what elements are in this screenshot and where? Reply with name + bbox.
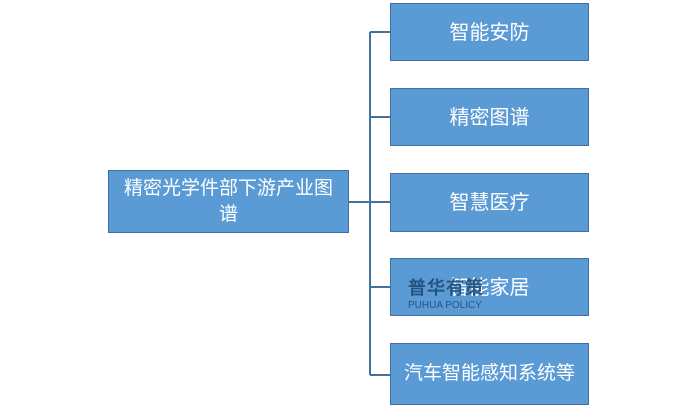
child-node-label: 智能家居 <box>449 274 530 299</box>
child-node-medical: 智慧医疗 <box>390 173 589 232</box>
root-node: 精密光学件部下游产业图谱 <box>108 170 349 233</box>
child-node-precision-map: 精密图谱 <box>390 88 589 146</box>
child-node-security: 智能安防 <box>390 3 589 61</box>
child-node-label: 汽车智能感知系统等 <box>403 362 575 385</box>
root-node-label: 精密光学件部下游产业图谱 <box>123 176 333 225</box>
child-node-label: 智慧医疗 <box>449 190 530 214</box>
child-node-label: 智能安防 <box>449 19 530 44</box>
child-node-label: 精密图谱 <box>449 104 530 129</box>
child-node-smart-home: 智能家居 <box>390 258 589 316</box>
child-node-automotive: 汽车智能感知系统等 <box>390 343 589 405</box>
